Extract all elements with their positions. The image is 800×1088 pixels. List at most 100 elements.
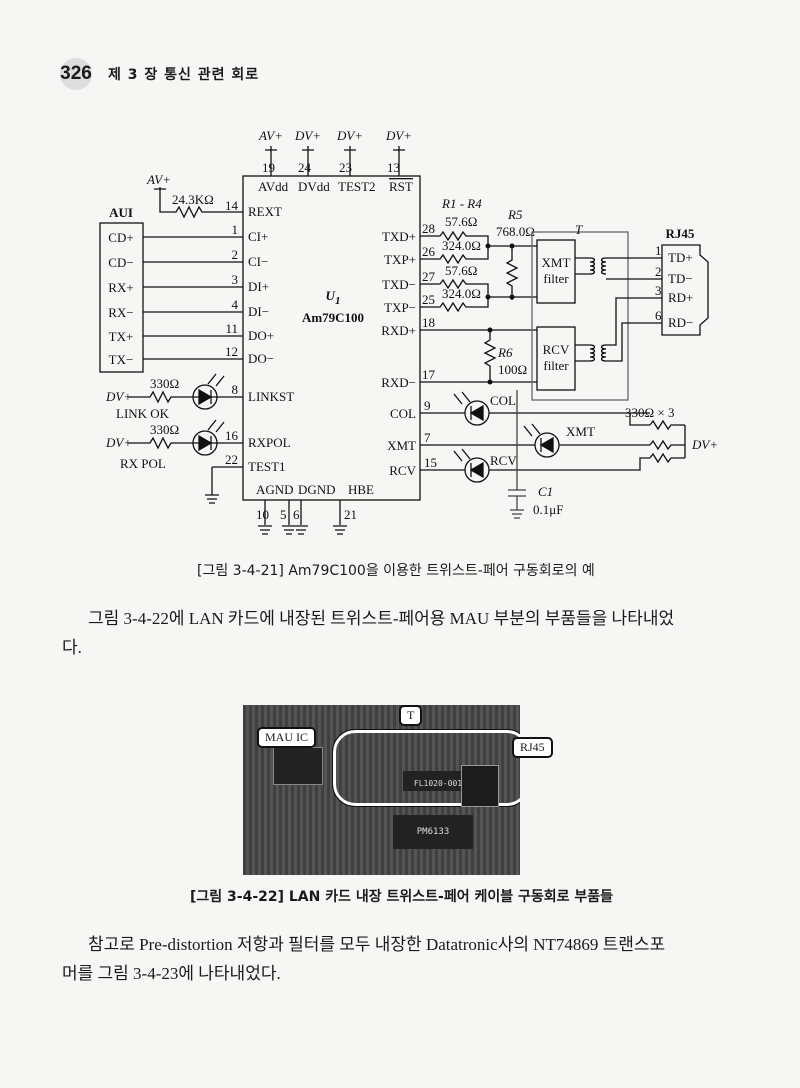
led-label: XMT [566,424,595,439]
led-label: RX POL [120,456,166,471]
aui-pin: CD+ [108,230,133,245]
pin-number: 13 [387,160,400,175]
rcv-filter-label: RCV [543,342,570,357]
pin-number: 1 [232,222,239,237]
xmt-filter-label: XMT [542,255,571,270]
pin-number: 18 [422,315,435,330]
figure-caption: [그림 3-4-22] LAN 카드 내장 트위스트-페어 케이블 구동회로 부… [190,889,614,905]
pin-name: LINKST [248,389,294,404]
pin-number: 15 [424,455,437,470]
pin-name: XMT [387,438,416,453]
mau-ic-callout: MAU IC [257,727,317,748]
led-resistors-label: 330Ω × 3 [625,405,675,420]
pin-name: TXD− [382,277,416,292]
pin-number: 16 [225,428,239,443]
pin-name: RST [389,179,413,194]
pin-number: 4 [232,297,239,312]
pin-name: DI− [248,304,269,319]
rj45-title: RJ45 [666,226,695,241]
supply-label: DV+ [336,128,363,143]
r1-r4-label: R1 - R4 [441,196,482,211]
r5-label: R5 [507,207,523,222]
rj45-pin: TD− [668,271,693,286]
supply-label: DV+ [691,437,718,452]
rj45-pin: RD+ [668,290,693,305]
supply-label: AV+ [258,128,283,143]
pin-name: DI+ [248,279,269,294]
chip-part: Am79C100 [302,310,364,325]
transformer-callout: T [399,705,423,726]
transformer [531,231,662,401]
r6-label: R6 [497,345,513,360]
pin-name: RXD− [381,375,416,390]
pin-number: 21 [344,507,357,522]
rext-supply: AV+ [146,172,171,187]
pin-number: 17 [422,367,436,382]
supply-label: DV+ [105,389,132,404]
aui-connector [99,222,144,373]
supply-label: DV+ [385,128,412,143]
chip-body [242,175,421,501]
pin-number: 19 [262,160,275,175]
supply-label: DV+ [294,128,321,143]
pin-name: DO+ [248,328,274,343]
led-label: RCV [490,453,517,468]
r5-value: 768.0Ω [496,224,535,239]
chip-mark: PM6133 [393,815,473,849]
xmt-filter-label: filter [543,271,569,286]
pin-name: TXP+ [384,252,416,267]
rj45-connector [661,244,709,336]
page-number: 326 [60,58,92,90]
pin-number: 11 [225,321,238,336]
circuit-diagram: U1 Am79C100 AV+ DV+ DV+ DV+ 19 24 23 13 … [99,128,718,535]
pin-name: DO− [248,351,274,366]
resistor-value: 330Ω [150,422,179,437]
pin-number: 9 [424,398,431,413]
paragraph-line: 참고로 Pre-distortion 저항과 필터를 모두 내장한 Datatr… [88,935,666,954]
aui-pin: RX+ [108,280,133,295]
pin-name: RXPOL [248,435,291,450]
supply-label: DV+ [105,435,132,450]
pin-name: DGND [298,482,336,497]
chapter-title: 제 3 장 통신 관련 회로 [108,67,260,83]
rext-resistor [154,187,243,219]
c1-value: 0.1μF [533,502,563,517]
aui-pin: RX− [108,305,133,320]
status-leds [420,390,686,519]
lan-card-photo: FL1020-001 PM6133 MAU IC T [243,705,520,875]
aui-pin: CD− [108,255,133,270]
pin-number: 23 [339,160,352,175]
resistor-value: 330Ω [150,376,179,391]
pin-number: 8 [232,382,239,397]
pin-name: TXP− [384,300,416,315]
pin-number: 14 [225,198,239,213]
led-label: COL [490,393,516,408]
pin-number: 24 [298,160,312,175]
aui-pin: TX− [109,352,134,367]
pin-number: 25 [422,292,435,307]
pin-name: TEST1 [248,459,286,474]
rj45-pin: TD+ [668,250,693,265]
pin-name: CI− [248,254,268,269]
pin-name: DVdd [298,179,330,194]
pin-number: 5 [280,507,287,522]
pin-name: CI+ [248,229,268,244]
resistor-value: 57.6Ω [445,214,477,229]
chip-ref: U1 [326,288,341,307]
pin-number: 26 [422,244,436,259]
pin-name: TXD+ [382,229,416,244]
figure-caption: [그림 3-4-21] Am79C100을 이용한 트위스트-페어 구동회로의 … [197,563,595,579]
rext-value: 24.3KΩ [172,192,214,207]
pin-name: HBE [348,482,374,497]
pin-number: 3 [655,283,662,298]
pin-number: 12 [225,344,238,359]
pin-name: REXT [248,204,282,219]
rcv-filter-label: filter [543,358,569,373]
pin-number: 22 [225,452,238,467]
pin-number: 2 [232,247,239,262]
pin-number: 6 [293,507,300,522]
pin-number: 28 [422,221,435,236]
resistor-value: 324.0Ω [442,286,481,301]
rj45-pin: RD− [668,315,693,330]
pin-number: 6 [655,308,662,323]
